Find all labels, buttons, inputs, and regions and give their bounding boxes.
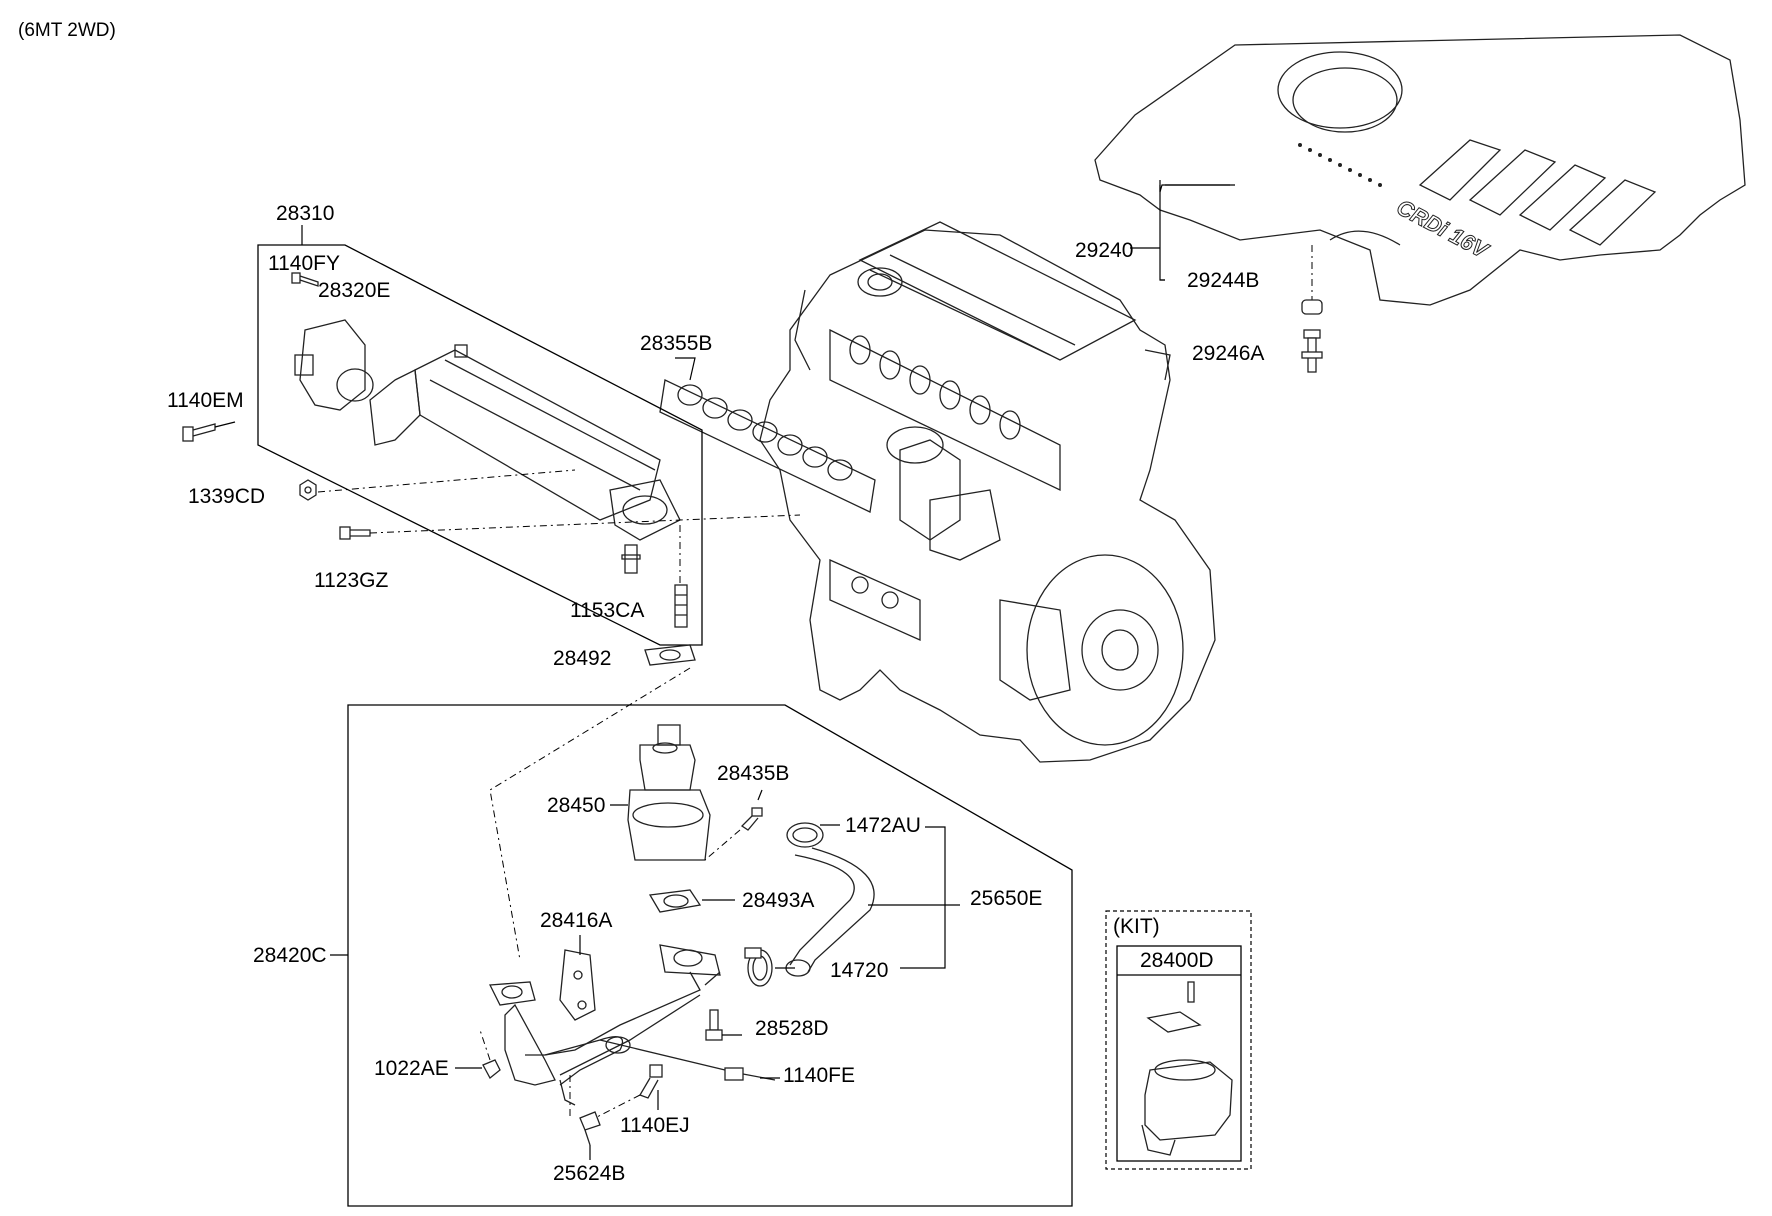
label-1472au: 1472AU bbox=[845, 814, 921, 837]
label-28416a: 28416A bbox=[540, 909, 613, 932]
actuator-28320e bbox=[294, 319, 374, 411]
label-28528d: 28528D bbox=[755, 1017, 829, 1040]
egr-cooler-drawing bbox=[369, 344, 681, 574]
bracket-25624b bbox=[579, 1111, 601, 1146]
box-28420c bbox=[347, 704, 1073, 1207]
label-25650e: 25650E bbox=[970, 887, 1043, 910]
label-28320e: 28320E bbox=[318, 279, 391, 302]
bolt-1140fe bbox=[599, 1039, 776, 1081]
label-28355b: 28355B bbox=[640, 332, 713, 355]
label-1153ca: 1153CA bbox=[570, 599, 645, 622]
label-28310: 28310 bbox=[276, 202, 335, 225]
label-1022ae: 1022AE bbox=[374, 1057, 449, 1080]
label-29246a: 29246A bbox=[1192, 342, 1265, 365]
kit-inner-box bbox=[1116, 945, 1242, 1162]
label-1140em: 1140EM bbox=[167, 389, 244, 412]
label-1140fy: 1140FY bbox=[268, 252, 340, 275]
clamp-1472au bbox=[786, 822, 824, 848]
label-29240: 29240 bbox=[1075, 239, 1134, 262]
bolt-28528d bbox=[705, 1009, 723, 1041]
stud-29246a bbox=[1301, 329, 1323, 373]
label-28493a: 28493A bbox=[742, 889, 815, 912]
nut-1022ae bbox=[482, 1059, 501, 1079]
stud-1153ca bbox=[674, 584, 688, 628]
gasket-28492 bbox=[644, 644, 696, 666]
egr-pipe-28416a bbox=[488, 944, 721, 1106]
grommet-29244b bbox=[1301, 245, 1323, 315]
label-14720: 14720 bbox=[830, 959, 889, 982]
engine-cover-drawing: CRDi 16V bbox=[1094, 34, 1746, 306]
label-1140ej: 1140EJ bbox=[620, 1114, 690, 1137]
label-28400d: 28400D bbox=[1140, 949, 1214, 972]
exhaust-gasket-28355b bbox=[659, 379, 876, 513]
label-28450: 28450 bbox=[547, 794, 606, 817]
label-28420c: 28420C bbox=[253, 944, 327, 967]
bolt-1123gz bbox=[339, 526, 371, 540]
bolt-1140ej bbox=[639, 1064, 663, 1099]
gasket-28493a bbox=[648, 889, 702, 913]
engine-block-drawing bbox=[759, 221, 1216, 763]
egr-valve-28450 bbox=[627, 724, 711, 861]
hose-25650e bbox=[785, 847, 875, 977]
bolt-1140em bbox=[182, 423, 216, 442]
cover-dots bbox=[1298, 143, 1382, 187]
label-29244b: 29244B bbox=[1187, 269, 1260, 292]
nut-1339cd bbox=[299, 479, 317, 501]
label-28492: 28492 bbox=[553, 647, 612, 670]
label-28435b: 28435B bbox=[717, 762, 790, 785]
kit-egr-valve bbox=[1141, 981, 1233, 1156]
variant-note: (6MT 2WD) bbox=[18, 20, 116, 41]
kit-box bbox=[1105, 910, 1252, 1170]
label-1123gz: 1123GZ bbox=[314, 569, 389, 592]
label-1140fe: 1140FE bbox=[783, 1064, 855, 1087]
clamp-14720 bbox=[744, 947, 773, 987]
label-25624b: 25624B bbox=[553, 1162, 626, 1185]
bolt-1140fy bbox=[291, 272, 319, 287]
label-1339cd: 1339CD bbox=[188, 485, 266, 508]
box-28310 bbox=[257, 244, 703, 646]
bolt-28435b bbox=[740, 807, 763, 831]
kit-title: (KIT) bbox=[1113, 915, 1160, 938]
